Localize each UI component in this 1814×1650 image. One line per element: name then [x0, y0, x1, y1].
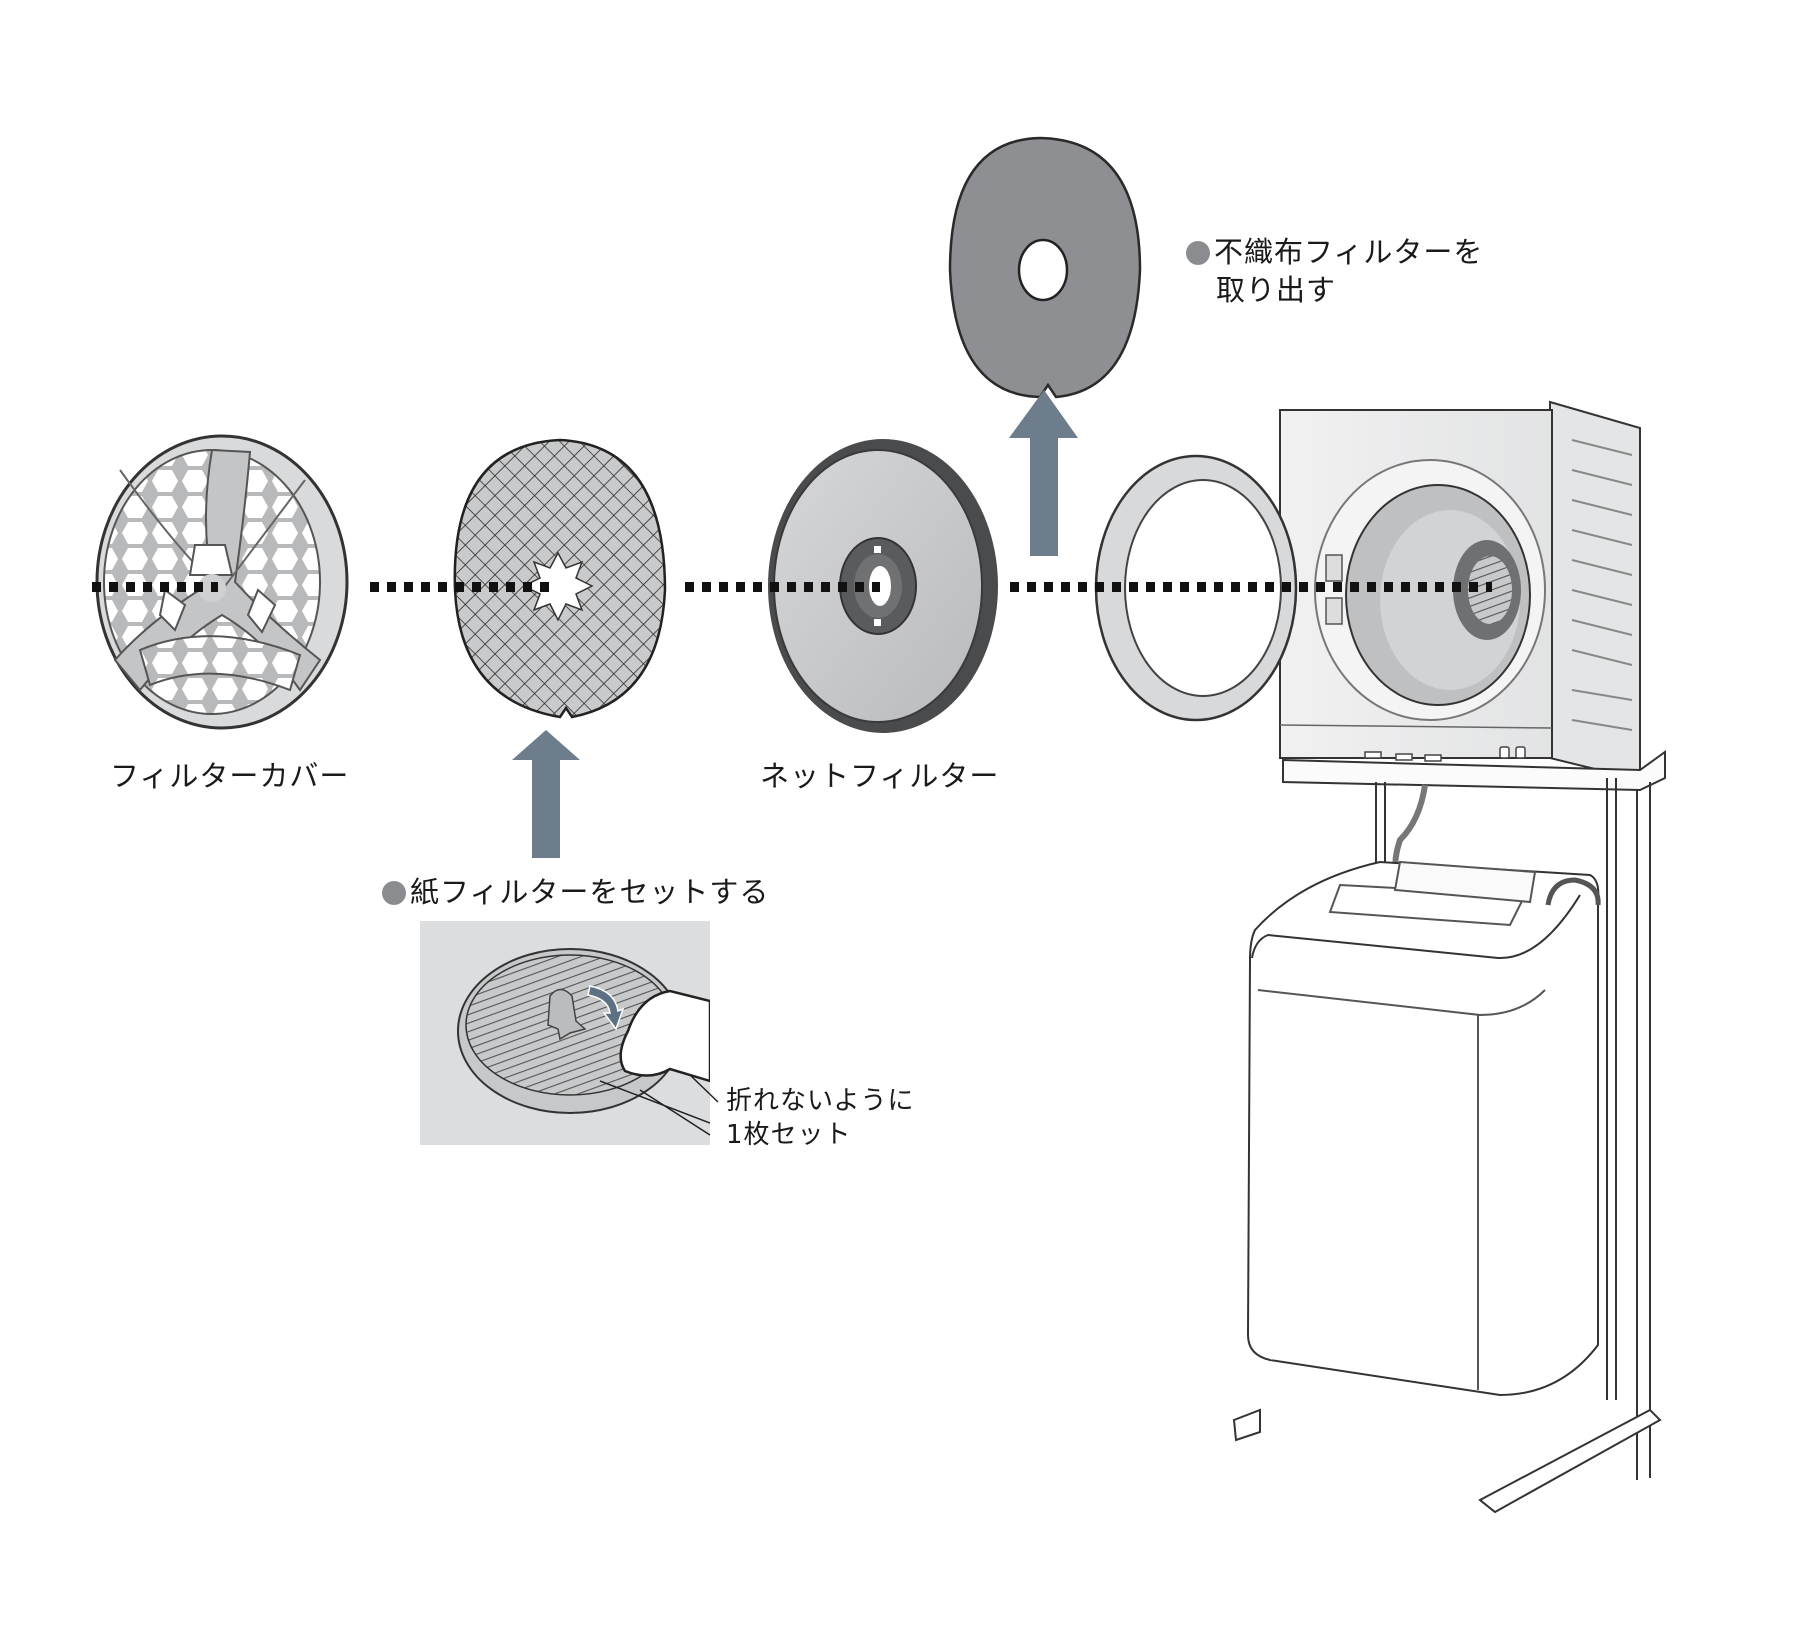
- hand-icon: [619, 989, 710, 1083]
- inset-callout-line1: 折れないように: [726, 1086, 915, 1116]
- set-paper-filter-step: 紙フィルターをセットする: [382, 874, 769, 910]
- remove-nonwoven-line1: 不織布フィルターを: [1214, 235, 1484, 269]
- remove-nonwoven-line2: 取り出す: [1216, 273, 1337, 307]
- arrow-up-icon-paper-filter: [512, 730, 580, 858]
- inset-artwork: [457, 948, 710, 1124]
- nonwoven-filter: [948, 136, 1142, 399]
- bullet-icon: [1186, 241, 1210, 265]
- inset-callout-line2: 1枚セット: [726, 1120, 852, 1150]
- bullet-icon: [382, 881, 406, 905]
- net-filter-label: ネットフィルター: [760, 759, 1000, 793]
- remove-nonwoven-step: 不織布フィルターを: [1186, 234, 1483, 270]
- arrow-up-icon-nonwoven: [1009, 390, 1078, 556]
- paper-filter: [453, 438, 667, 719]
- rotate-arrow-icon: [587, 985, 625, 1031]
- laundry-rack: [1232, 750, 1666, 1514]
- dryer: [1094, 400, 1641, 782]
- paper-filter-inset: [420, 921, 710, 1145]
- filter-cover-label: フィルターカバー: [110, 759, 350, 793]
- washing-machine: [1246, 860, 1601, 1397]
- set-paper-filter-text: 紙フィルターをセットする: [410, 875, 770, 909]
